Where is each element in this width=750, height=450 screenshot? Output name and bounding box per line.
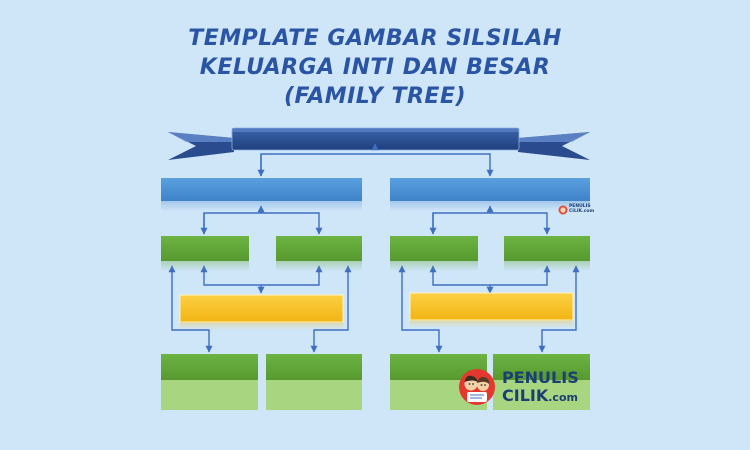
title-line-1: TEMPLATE GAMBAR SILSILAH [188,26,562,51]
logo-wordmark: PENULIS CILIK.com [502,369,579,407]
logo-line-2: CILIK [502,386,549,405]
right-spouse-box [409,292,574,321]
mini-watermark-line-1: PENULIS [569,204,591,209]
mini-watermark-line-2: CILIK.com [569,209,595,214]
left-child-box-1 [161,236,249,261]
left-grandchild-detail-2 [266,380,362,410]
left-grandchild-box-1 [161,354,258,380]
logo-line-1: PENULIS [502,368,579,387]
right-parent-box [390,178,590,201]
right-child-box-1 [390,236,478,261]
mini-watermark-text: PENULIS CILIK.com [569,204,594,214]
left-family [161,178,362,410]
left-child-box-2 [276,236,362,261]
top-ribbon-banner [168,127,590,160]
connector-lines [168,143,580,353]
left-grandchild-detail-1 [161,380,258,410]
penuliscilik-logo: PENULIS CILIK.com [458,366,588,408]
right-child-box-2 [504,236,590,261]
left-spouse-box [179,294,344,323]
right-family [390,178,590,410]
title-line-3: (FAMILY TREE) [283,84,467,109]
right-grandchild-box-2 [493,354,590,380]
diagram-title: TEMPLATE GAMBAR SILSILAH KELUARGA INTI D… [0,24,750,111]
left-grandchild-box-2 [266,354,362,380]
kids-mascot-icon [459,369,495,405]
right-grandchild-detail-2 [493,380,590,410]
logo-suffix: .com [548,391,578,404]
mini-mascot-icon [558,205,568,215]
title-line-2: KELUARGA INTI DAN BESAR [199,55,551,80]
left-parent-box [161,178,362,201]
mini-watermark-logo: PENULIS CILIK.com [558,204,594,216]
